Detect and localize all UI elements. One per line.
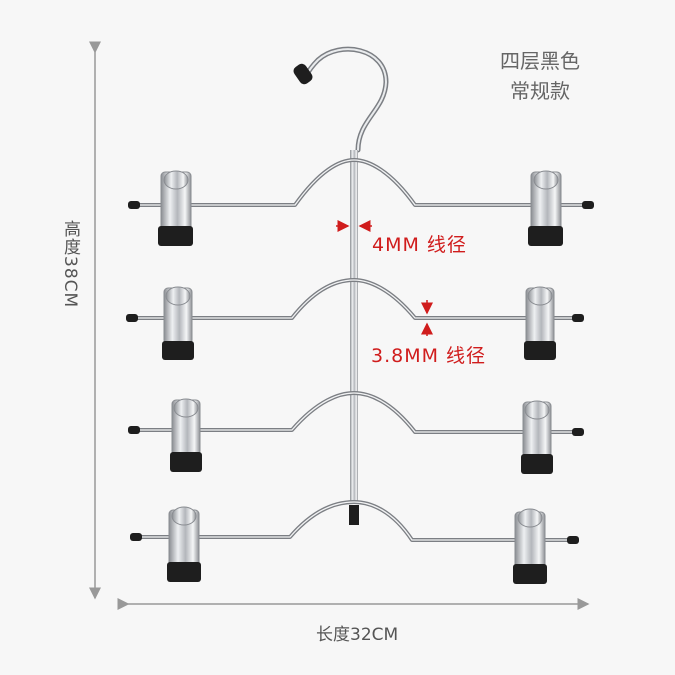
clip-2-left (162, 286, 194, 360)
clips (158, 170, 563, 584)
product-title: 四层黑色 常规款 (490, 46, 590, 106)
hanger-hook (293, 46, 389, 153)
clip-1-right (528, 170, 563, 246)
length-dimension-label: 长度32CM (316, 625, 399, 645)
wire-diameter-bar-label: 3.8MM 线径 (371, 345, 487, 367)
clip-2-right (524, 286, 556, 360)
clip-3-right (521, 400, 553, 474)
height-dimension-label: 高度38CM (60, 220, 80, 309)
tier-bar-4 (136, 500, 577, 542)
center-rod (349, 150, 359, 525)
tier-bar-2 (133, 278, 580, 320)
tier-bar-3 (133, 391, 580, 434)
tier-bars (126, 158, 594, 544)
tier-bar-1 (136, 158, 592, 207)
clip-4-right (513, 508, 547, 584)
bar-end-caps (126, 201, 594, 544)
clip-4-left (167, 506, 201, 582)
wire-diameter-top-label: 4MM 线径 (372, 234, 467, 256)
title-line-1: 四层黑色 (500, 49, 580, 73)
clip-3-left (170, 398, 202, 472)
title-line-2: 常规款 (510, 79, 570, 103)
clip-1-left (158, 170, 193, 246)
